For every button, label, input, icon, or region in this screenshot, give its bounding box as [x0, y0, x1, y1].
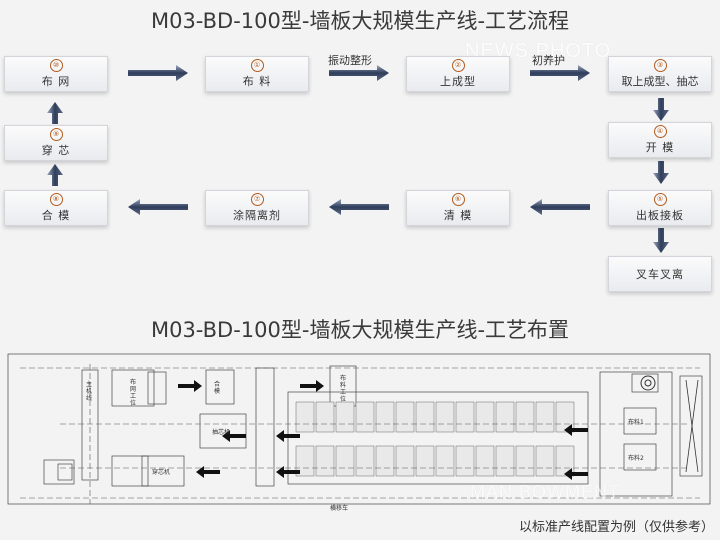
core-inserter: [141, 455, 185, 487]
step-number: ⑤: [653, 193, 667, 206]
step-label: 穿 芯: [41, 144, 71, 157]
arrow-9-10: [47, 102, 63, 124]
arrow-1-2: [329, 65, 389, 81]
arrow-label-cure: 初养护: [532, 54, 565, 67]
step-label: 布 网: [41, 75, 71, 88]
arrow-7-8: [128, 199, 188, 215]
step-number: ②: [451, 59, 465, 72]
label-close-mold: 合模: [214, 380, 220, 395]
step-number: ①: [250, 59, 264, 72]
arrow-10-1: [128, 65, 188, 81]
pour-2: [623, 443, 657, 471]
caption: 以标准产线配置为例（仅供参考）: [518, 520, 714, 535]
step-label: 上成型: [440, 75, 476, 88]
step-number: ④: [653, 125, 667, 138]
arrow-2-3: [530, 65, 590, 81]
step-label: 叉车叉离: [636, 268, 684, 281]
shuttle-rails: [685, 379, 699, 473]
step-number: ⑦: [250, 193, 264, 206]
label-pour-station: 布料工位: [340, 374, 346, 403]
layout-plan: 主机线 布网工位 合模 抽芯机 穿芯机 布料工位 布料1 布料2 横移车: [7, 353, 711, 512]
step-4-box: ④ 开 模: [608, 122, 712, 158]
step-number: ⑨: [49, 128, 63, 141]
step-label: 取上成型、抽芯: [621, 75, 699, 88]
arrow-3-4: [653, 98, 669, 121]
pour-1: [623, 407, 657, 435]
arrow-4-5: [653, 161, 669, 184]
step-8-box: ⑧ 合 模: [4, 190, 108, 226]
step-5-box: ⑤ 出板接板: [608, 190, 712, 226]
flow-arrows: [47, 65, 669, 253]
step-7-box: ⑦ 涂隔离剂: [205, 190, 309, 226]
arrow-label-vibrate: 振动整形: [328, 54, 372, 67]
step-label: 出板接板: [636, 209, 684, 222]
layout-flow-arrows: [178, 380, 588, 480]
step-number: ⑥: [451, 193, 465, 206]
step-label: 合 模: [41, 209, 71, 222]
step-9-box: ⑨ 穿 芯: [4, 125, 108, 161]
arrow-6-7: [329, 199, 389, 215]
left-machine: [43, 459, 75, 485]
label-pour-2: 布料2: [628, 454, 644, 462]
curing-racks: [295, 401, 575, 477]
step-number: ③: [653, 59, 667, 72]
step-2-box: ② 上成型: [406, 56, 510, 92]
arrow-5-6: [530, 199, 590, 215]
arrow-8-9: [47, 164, 63, 186]
label-core-inserter: 穿芯机: [152, 468, 170, 476]
station-close: [205, 369, 235, 405]
shuttle: [679, 375, 703, 477]
step-label: 开 模: [645, 141, 675, 154]
label-core-puller: 抽芯机: [212, 428, 230, 436]
right-zone: [599, 371, 673, 497]
step-6-box: ⑥ 清 模: [406, 190, 510, 226]
flow-title: M03-BD-100型-墙板大规模生产线-工艺流程: [150, 9, 570, 33]
step-3-box: ③ 取上成型、抽芯: [608, 56, 712, 92]
step-label: 涂隔离剂: [233, 209, 281, 222]
forklift-box: 叉车叉离: [608, 256, 712, 292]
arrow-5-fork: [653, 228, 669, 253]
step-label: 布 料: [242, 75, 272, 88]
step-label: 清 模: [443, 209, 473, 222]
station-mesh: [111, 369, 155, 407]
step-number: ⑩: [49, 59, 63, 72]
core-puller: [199, 413, 247, 449]
label-shuttle: 横移车: [330, 504, 348, 512]
shuttle-gear-icon: [640, 375, 656, 391]
label-mesh-station: 布网工位: [130, 378, 136, 407]
layout-title: M03-BD-100型-墙板大规模生产线-工艺布置: [150, 318, 570, 342]
label-pour-1: 布料1: [628, 418, 644, 426]
step-number: ⑧: [49, 193, 63, 206]
plant-boundary: [7, 353, 711, 505]
watermark-bottom: MAN BOWMENT: [470, 482, 620, 502]
label-main-line: 主机线: [86, 380, 92, 402]
step-1-box: ① 布 料: [205, 56, 309, 92]
step-10-box: ⑩ 布 网: [4, 56, 108, 92]
